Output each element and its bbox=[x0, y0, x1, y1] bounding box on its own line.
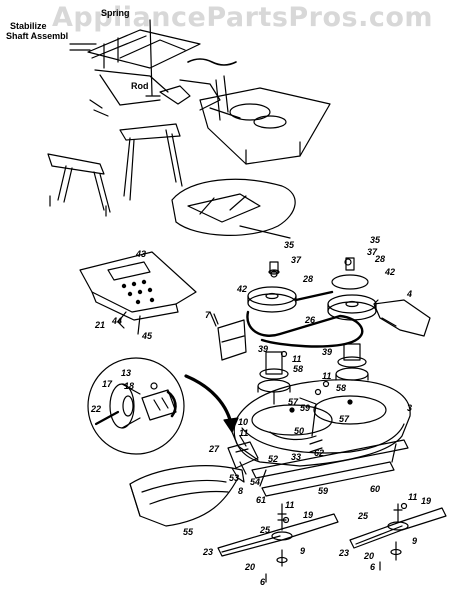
chute-bracket-27 bbox=[227, 435, 259, 469]
label-shaft-assembly: Shaft Assembl bbox=[6, 31, 69, 41]
pulley-right bbox=[327, 257, 377, 321]
callout-4: 4 bbox=[407, 289, 413, 299]
callout-25-left: 25 bbox=[260, 525, 271, 535]
callout-28-right: 28 bbox=[375, 254, 386, 264]
callout-6-left: 6 bbox=[260, 577, 266, 587]
callout-13: 13 bbox=[121, 368, 132, 378]
callout-9-right: 9 bbox=[412, 536, 418, 546]
callout-39-left: 39 bbox=[258, 344, 269, 354]
callout-11-d: 11 bbox=[285, 500, 295, 510]
callout-9-left: 9 bbox=[300, 546, 306, 556]
blade-left-23 bbox=[217, 503, 339, 583]
blade-right-23 bbox=[349, 503, 447, 571]
mower-deck-housing bbox=[231, 379, 411, 467]
callout-37-right: 37 bbox=[367, 247, 378, 257]
callout-23-left: 23 bbox=[203, 547, 214, 557]
lift-arms bbox=[47, 123, 183, 217]
arrow-pointer bbox=[184, 374, 239, 433]
callout-25-right: 25 bbox=[358, 511, 369, 521]
callout-62: 62 bbox=[314, 448, 325, 458]
mounting-bracket-43 bbox=[79, 251, 197, 335]
callout-35-right: 35 bbox=[370, 235, 381, 245]
callout-23-right: 23 bbox=[339, 548, 350, 558]
callout-8: 8 bbox=[238, 486, 244, 496]
belt-guard-4 bbox=[373, 299, 431, 337]
callout-10: 10 bbox=[238, 417, 249, 427]
callout-57-a: 57 bbox=[288, 397, 299, 407]
callout-52: 52 bbox=[268, 454, 279, 464]
callout-27: 27 bbox=[209, 444, 220, 454]
inset-detail bbox=[87, 357, 185, 455]
callout-20-left: 20 bbox=[245, 562, 256, 572]
callout-35-left: 35 bbox=[284, 240, 295, 250]
callout-44: 44 bbox=[112, 316, 123, 326]
label-rod: Rod bbox=[131, 81, 149, 91]
deck-hanger-bars bbox=[251, 439, 409, 497]
callout-50: 50 bbox=[294, 426, 305, 436]
callout-6-right: 6 bbox=[370, 562, 376, 572]
deck-lift-plate bbox=[199, 87, 331, 165]
callout-11-e: 11 bbox=[408, 492, 418, 502]
callout-19-right: 19 bbox=[421, 496, 432, 506]
callout-3: 3 bbox=[407, 403, 413, 413]
callout-45: 45 bbox=[142, 331, 153, 341]
discharge-chute-55 bbox=[129, 465, 245, 527]
callout-7: 7 bbox=[205, 310, 211, 320]
callout-22: 22 bbox=[91, 404, 102, 414]
callout-28-left: 28 bbox=[303, 274, 314, 284]
deck-top-view bbox=[171, 178, 296, 239]
callout-11-b: 11 bbox=[322, 371, 332, 381]
v-belt bbox=[246, 290, 364, 348]
callout-26: 26 bbox=[305, 315, 316, 325]
callout-53: 53 bbox=[229, 473, 240, 483]
callout-54: 54 bbox=[250, 477, 261, 487]
callout-11-c: 11 bbox=[239, 428, 249, 438]
callout-37-left: 37 bbox=[291, 255, 302, 265]
stabilizer-linkage bbox=[69, 19, 241, 121]
callout-59-b: 59 bbox=[318, 486, 329, 496]
callout-21: 21 bbox=[95, 320, 106, 330]
callout-42-left: 42 bbox=[237, 284, 248, 294]
callout-61: 61 bbox=[256, 495, 267, 505]
callout-20-right: 20 bbox=[364, 551, 375, 561]
spindle-right bbox=[335, 343, 369, 381]
callout-42-right: 42 bbox=[385, 267, 396, 277]
label-stabilizer: Stabilize bbox=[10, 21, 47, 31]
callout-18: 18 bbox=[124, 381, 135, 391]
label-spring: Spring bbox=[101, 8, 130, 18]
callout-55: 55 bbox=[183, 527, 194, 537]
callout-58-right: 58 bbox=[336, 383, 347, 393]
callout-60: 60 bbox=[370, 484, 381, 494]
callout-43: 43 bbox=[136, 249, 147, 259]
callout-33: 33 bbox=[291, 452, 302, 462]
callout-19-left: 19 bbox=[303, 510, 314, 520]
idler-bracket-7 bbox=[209, 311, 247, 361]
callout-39-right: 39 bbox=[322, 347, 333, 357]
callout-58-left: 58 bbox=[293, 364, 304, 374]
callout-59-a: 59 bbox=[300, 403, 311, 413]
watermark: AppliancePartsPros.com bbox=[52, 2, 434, 33]
callout-57-b: 57 bbox=[339, 414, 350, 424]
callout-11-a: 11 bbox=[292, 354, 302, 364]
callout-17: 17 bbox=[102, 379, 113, 389]
hardware-fasteners bbox=[213, 258, 408, 524]
pulley-left bbox=[247, 261, 297, 313]
